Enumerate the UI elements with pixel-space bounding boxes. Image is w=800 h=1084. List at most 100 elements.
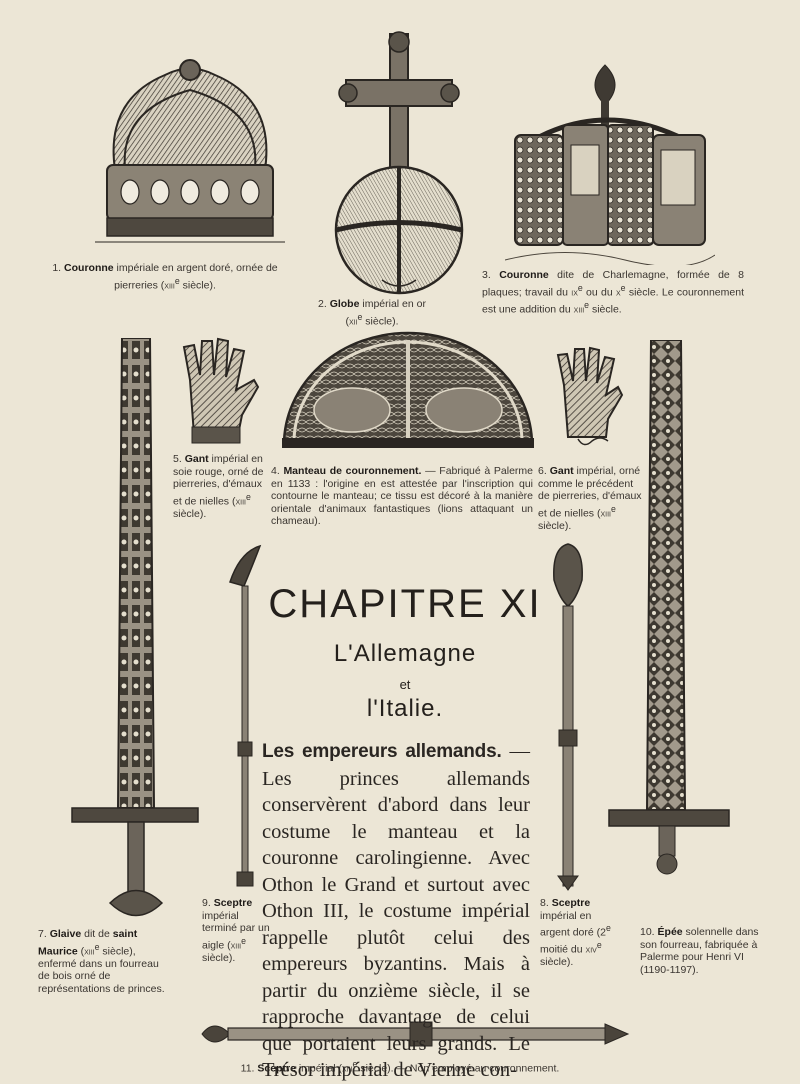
- caption-3-sup-a: e: [577, 282, 583, 293]
- glove-6-illustration: [548, 345, 626, 455]
- caption-11-text: impérial (: [295, 1062, 343, 1075]
- chapter-subtitle-1: L'Allemagne: [333, 640, 477, 667]
- caption-11: 11. Sceptre impérial (xiiie siècle). — N…: [210, 1058, 590, 1075]
- caption-2-end: siècle).: [362, 315, 399, 327]
- caption-2-text: impérial en or (: [345, 298, 426, 327]
- caption-11-number: 11.: [240, 1062, 255, 1075]
- caption-6-number: 6.: [538, 465, 547, 477]
- caption-5-title: Gant: [184, 453, 209, 465]
- caption-3-century-a: ix: [571, 286, 578, 298]
- caption-6: 6. Gant impérial, orné comme le précéden…: [538, 465, 646, 532]
- caption-6-sup: e: [610, 503, 616, 514]
- caption-6-title: Gant: [549, 465, 574, 477]
- caption-3-century-b: x: [616, 286, 621, 298]
- caption-3-text: dite de Charlemagne, formée de 8 plaques…: [482, 269, 745, 298]
- caption-4-text: — Fabriqué à Palerme en 1133 : l'origine…: [271, 465, 533, 527]
- caption-5-number: 5.: [173, 453, 182, 465]
- caption-7-century: xiii: [84, 945, 95, 957]
- glove-5-illustration: [172, 335, 262, 445]
- caption-5-end: siècle).: [173, 507, 207, 520]
- caption-1-number: 1.: [52, 262, 62, 274]
- caption-3-title: Couronne: [499, 269, 549, 281]
- caption-1: 1. Couronne impériale en argent doré, or…: [40, 262, 290, 292]
- caption-2-number: 2.: [318, 298, 327, 310]
- caption-1-century: xiii: [164, 279, 175, 291]
- scepter-9-illustration: [222, 542, 267, 894]
- caption-3-sup-c: e: [584, 299, 590, 310]
- caption-8-text: impérial en argent doré (2: [540, 909, 606, 939]
- caption-10-number: 10.: [640, 926, 655, 938]
- caption-1-end: siècle).: [179, 279, 216, 291]
- caption-8-sup: e: [605, 923, 611, 933]
- caption-8: 8. Sceptre impérial en argent doré (2e m…: [540, 897, 612, 969]
- caption-7: 7. Glaive dit de saint Maurice (xiiie si…: [38, 928, 173, 995]
- chapter-subtitle-2: et: [399, 677, 411, 692]
- caption-6-century: xiii: [600, 507, 611, 519]
- caption-3-mid: ou du: [582, 286, 616, 298]
- scepter-8-illustration: [548, 540, 588, 892]
- caption-11-sup: e: [352, 1059, 358, 1069]
- caption-7-number: 7.: [38, 928, 47, 940]
- caption-7-text2: (: [77, 945, 85, 957]
- sword-10-illustration: [605, 340, 733, 875]
- caption-10-title: Épée: [657, 926, 683, 938]
- caption-9-number: 9.: [202, 897, 211, 909]
- chapter-title: CHAPITRE XI: [268, 582, 542, 626]
- body-lead: Les empereurs allemands.: [262, 741, 502, 762]
- caption-8-number: 8.: [540, 897, 549, 909]
- caption-7-title: Glaive: [49, 928, 82, 940]
- caption-2-title: Globe: [329, 298, 360, 310]
- caption-10: 10. Épée solennelle dans son fourreau, f…: [640, 926, 760, 976]
- caption-3-end2: siècle.: [589, 303, 622, 315]
- caption-5-century: xiii: [235, 495, 246, 507]
- caption-7-saint: saint Maurice: [38, 928, 138, 957]
- caption-8-century: xiv: [585, 943, 597, 956]
- caption-11-end: siècle). — Non employé au couronnement.: [357, 1062, 560, 1075]
- caption-11-title: Sceptre: [257, 1062, 296, 1075]
- caption-9: 9. Sceptre impérial terminé par un aigle…: [202, 897, 274, 964]
- caption-5-sup: e: [245, 491, 251, 502]
- caption-2: 2. Globe impérial en or (xiie siècle).: [318, 298, 426, 328]
- caption-11-century: xiii: [342, 1062, 353, 1075]
- caption-5-text: impérial en soie rouge, orné de pierreri…: [173, 453, 264, 507]
- caption-5: 5. Gant impérial en soie rouge, orné de …: [173, 453, 268, 520]
- caption-9-title: Sceptre: [213, 897, 253, 909]
- caption-9-text: impérial terminé par un aigle (: [202, 909, 270, 952]
- caption-9-century: xiii: [230, 939, 242, 951]
- caption-3-sup-b: e: [620, 282, 626, 293]
- caption-4: 4. Manteau de couronnement. — Fabriqué à…: [271, 465, 533, 528]
- orb-illustration: [332, 30, 467, 320]
- caption-6-text: impérial, orné comme le précédent de pie…: [538, 465, 642, 519]
- sword-7-illustration: [70, 338, 200, 923]
- body-paragraph: Les empereurs allemands. — Les princes a…: [262, 738, 530, 1084]
- caption-3-end: siècle. Le couronnement est une addition…: [482, 286, 744, 315]
- caption-1-text: impériale en argent doré, ornée de pierr…: [113, 262, 278, 291]
- crown-illustration: [95, 50, 285, 255]
- caption-1-title: Couronne: [64, 262, 114, 274]
- caption-9-sup: e: [241, 935, 246, 946]
- scepter-11-illustration: [200, 1016, 630, 1052]
- caption-3-century-c: xiii: [573, 303, 585, 315]
- caption-4-title: Manteau de couronnement.: [283, 465, 422, 477]
- caption-1-sup: e: [174, 275, 180, 286]
- caption-6-end: siècle).: [538, 519, 572, 532]
- mantle-illustration: [282, 330, 534, 450]
- caption-10-text: solennelle dans son fourreau, fabriquée …: [640, 926, 759, 976]
- caption-3-number: 3.: [482, 269, 491, 281]
- caption-7-sup: e: [94, 941, 100, 952]
- chapter-subtitle-3: l'Italie.: [366, 695, 444, 722]
- caption-8-title: Sceptre: [551, 897, 591, 909]
- caption-8-end: moitié du: [540, 943, 586, 956]
- caption-3: 3. Couronne dite de Charlemagne, formée …: [482, 269, 744, 316]
- charlemagne-crown-illustration: [505, 55, 715, 265]
- caption-9-end: siècle).: [202, 951, 236, 964]
- caption-7-end: siècle), enfermé dans un fourreau de boi…: [38, 945, 165, 995]
- caption-2-century: xii: [348, 315, 358, 327]
- caption-8-sup2: e: [596, 940, 602, 950]
- caption-7-text: dit de: [81, 928, 113, 940]
- caption-2-sup: e: [357, 311, 363, 322]
- body-text: — Les princes allemands conservèrent d'a…: [262, 740, 531, 1081]
- caption-8-end2: siècle).: [540, 956, 574, 968]
- caption-4-number: 4.: [271, 465, 280, 477]
